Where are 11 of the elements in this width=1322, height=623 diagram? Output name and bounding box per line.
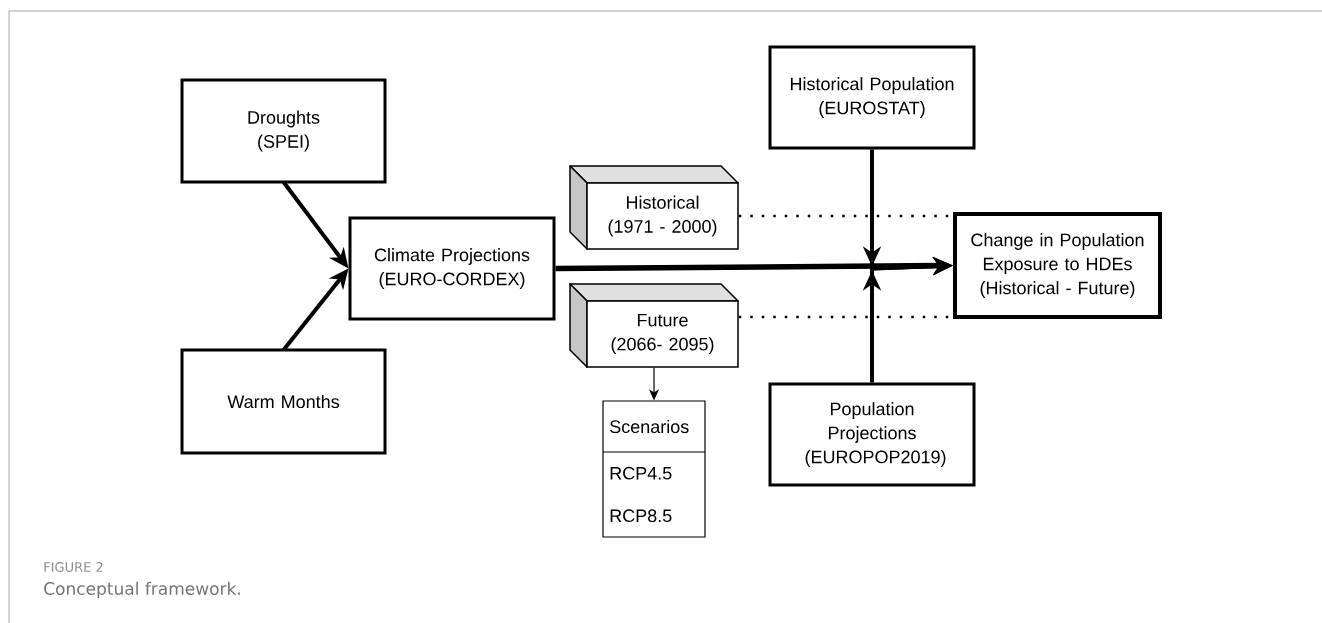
figure-label: FIGURE 2 [44, 562, 103, 572]
process-box: Warm Months [180, 348, 387, 455]
process-box: Climate Projections (EURO-CORDEX) [348, 216, 556, 321]
process-box: Historical Population (EUROSTAT) [768, 45, 976, 150]
process-box: Droughts (SPEI) [180, 78, 387, 184]
caption: Conceptual framework. [44, 581, 240, 599]
scenario-table: Scenarios RCP4.5 RCP8.5 [602, 400, 706, 538]
block-box: Historical (1971 - 2000) [569, 165, 739, 250]
block-box: Future (2066- 2095) [569, 283, 739, 368]
process-box: Change in Population Exposure to HDEs (Historical - Future) [953, 212, 1162, 319]
process-box: Population Projections (EUROPOP2019) [768, 382, 976, 487]
